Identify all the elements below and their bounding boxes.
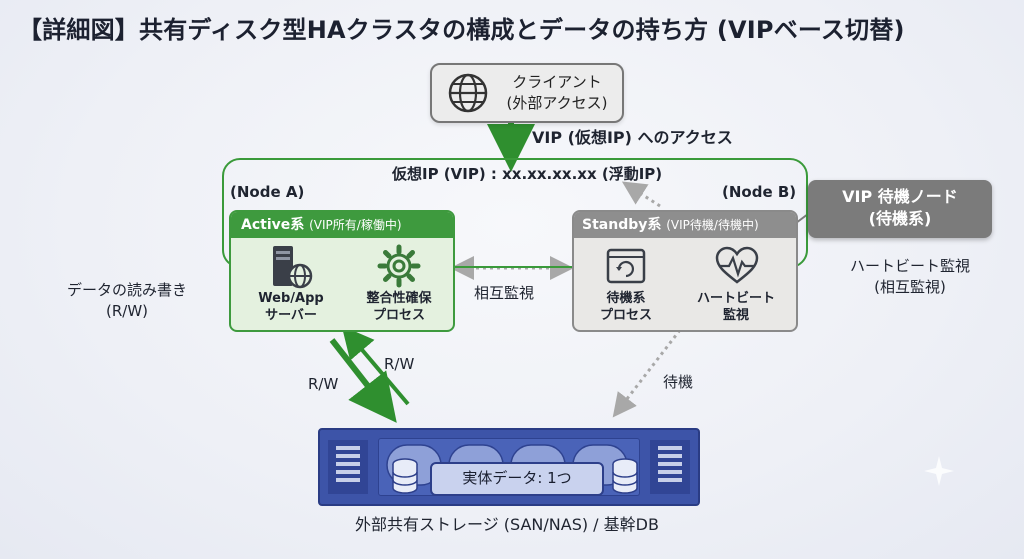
vip-standby-line1: VIP 待機ノード (842, 187, 958, 206)
consistency-process-caption: 整合性確保 プロセス (349, 290, 449, 324)
client-sublabel: (外部アクセス) (506, 94, 608, 112)
rw-right-label: R/W (384, 355, 415, 373)
standby-wait-label: 待機 (663, 373, 694, 391)
data-rw-label: データの読み書き (R/W) (42, 280, 212, 322)
node-b-label: (Node B) (722, 183, 797, 201)
heartbeat-monitor-label: ハートビート監視 (相互監視) (830, 256, 990, 298)
storage-caption: 外部共有ストレージ (SAN/NAS) / 基幹DB (355, 515, 659, 534)
mutual-monitor-label: 相互監視 (474, 284, 535, 302)
standby-node-box: Standby系 (VIP待機/待機中) 待機系 プロセス ハートビート 監視 (572, 210, 798, 332)
web-app-line1: Web/App (258, 291, 324, 306)
active-node-status: (VIP所有/稼働中) (309, 218, 402, 232)
page-title: 【詳細図】共有ディスク型HAクラスタの構成とデータの持ち方 (VIPベース切替) (18, 16, 905, 44)
client-box: クライアント (外部アクセス) (430, 63, 624, 123)
heartbeat-line2: 監視 (722, 308, 749, 323)
data-rw-line2: (R/W) (105, 302, 148, 320)
vent-right-icon (650, 440, 690, 494)
vip-standby-callout: VIP 待機ノード (待機系) (808, 180, 992, 238)
active-node-header: Active系 (VIP所有/稼働中) (231, 212, 453, 238)
vip-takeover-arrow (621, 181, 661, 208)
consistency-line1: 整合性確保 (366, 291, 432, 306)
vent-left-icon (328, 440, 368, 494)
standby-node-status: (VIP待機/待機中) (666, 218, 759, 232)
active-node-box: Active系 (VIP所有/稼働中) Web/App サーバー 整合性確保 プ… (229, 210, 455, 332)
web-app-server-caption: Web/App サーバー (241, 290, 341, 324)
heart-pulse-icon (715, 246, 759, 284)
client-label: クライアント (512, 73, 602, 91)
server-globe-icon (273, 246, 313, 289)
consistency-line2: プロセス (372, 308, 425, 323)
rw-left-label: R/W (308, 375, 339, 393)
cluster-frame (222, 158, 808, 268)
standby-process-line2: プロセス (599, 308, 652, 323)
vip-address-label: 仮想IP (VIP) : xx.xx.xx.xx (浮動IP) (392, 165, 663, 183)
standby-node-title: Standby系 (582, 217, 662, 233)
heartbeat-monitor-line1: ハートビート監視 (849, 257, 970, 275)
node-a-label: (Node A) (230, 183, 305, 201)
rw-arrow-up (341, 325, 410, 406)
rw-arrow-down (329, 338, 397, 423)
standby-process-caption: 待機系 プロセス (576, 290, 676, 324)
data-rw-line1: データの読み書き (66, 281, 187, 299)
heartbeat-caption: ハートビート 監視 (686, 290, 786, 324)
vip-access-label: VIP (仮想IP) へのアクセス (532, 128, 733, 147)
active-node-title: Active系 (241, 217, 305, 233)
vip-standby-line2: (待機系) (868, 209, 932, 228)
standby-storage-arrow (612, 329, 682, 418)
standby-node-header: Standby系 (VIP待機/待機中) (574, 212, 796, 238)
sparkle-icon (924, 456, 954, 486)
database-icon-left (392, 458, 418, 494)
data-chip: 実体データ: 1つ (430, 462, 604, 496)
heartbeat-line1: ハートビート (696, 291, 775, 306)
database-icon-right (612, 458, 638, 494)
web-app-line2: サーバー (265, 308, 317, 323)
globe-icon (448, 73, 488, 113)
standby-process-line1: 待機系 (606, 291, 646, 306)
heartbeat-monitor-line2: (相互監視) (874, 278, 946, 296)
window-refresh-icon (606, 248, 646, 284)
gear-icon (377, 244, 421, 288)
